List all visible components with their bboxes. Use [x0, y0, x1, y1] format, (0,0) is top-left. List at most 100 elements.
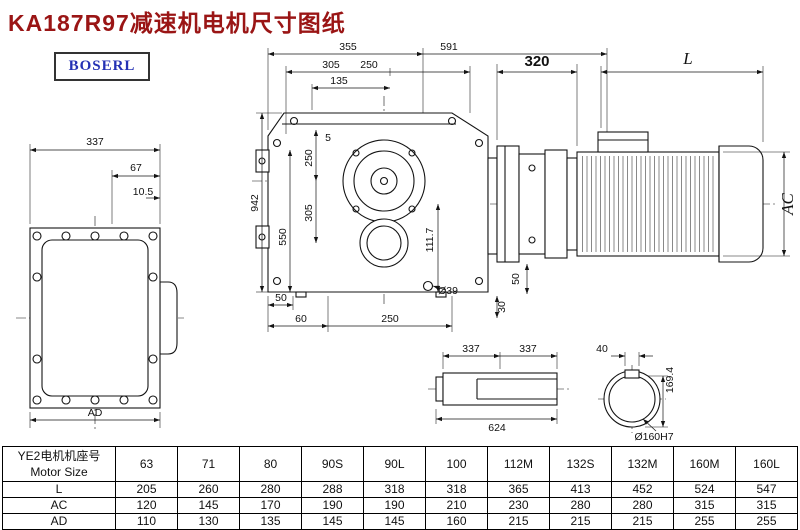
size-col-header: 71	[177, 446, 240, 482]
dim-30: 30	[496, 301, 508, 313]
shaft-body	[442, 372, 558, 406]
size-col-header: 63	[115, 446, 178, 482]
table-row-AC: AC 120 145 170 190 190 210 230 280 280 3…	[2, 497, 798, 514]
shaft-cover-bump	[159, 281, 178, 355]
table-cell: 230	[487, 497, 550, 514]
row-label: AD	[2, 513, 116, 530]
bore-section-view: 40 169.4 Ø160H7	[596, 343, 676, 443]
dim-337-shaft-b: 337	[519, 343, 537, 355]
table-cell: 190	[363, 497, 426, 514]
table-cell: 215	[487, 513, 550, 530]
size-col-header: 160L	[735, 446, 798, 482]
gearbox-rear-view: 337 67 10.5 AD	[16, 136, 184, 432]
dim-169-4: 169.4	[664, 367, 676, 393]
drain-plug	[422, 280, 434, 292]
dim-550: 550	[277, 228, 289, 246]
table-header-en: Motor Size	[30, 465, 88, 479]
dim-50-left: 50	[275, 292, 287, 304]
output-bore	[342, 139, 426, 223]
table-cell: 280	[549, 497, 612, 514]
dim-bore-39: Ø39	[438, 285, 458, 297]
row-label: AC	[2, 497, 116, 514]
dim-L: L	[682, 49, 692, 68]
dim-111-7: 111.7	[424, 227, 436, 252]
dim-40: 40	[596, 343, 608, 355]
table-cell: 413	[549, 481, 612, 498]
size-col-header: 100	[425, 446, 488, 482]
size-col-header: 90S	[301, 446, 364, 482]
table-cell: 205	[115, 481, 178, 498]
page-title: KA187R97减速机电机尺寸图纸	[8, 10, 346, 36]
bore-outer-circle	[603, 370, 661, 428]
dim-250-bottom: 250	[381, 313, 399, 325]
table-cell: 215	[611, 513, 674, 530]
dim-305-top: 305	[322, 59, 340, 71]
dim-250-top: 250	[360, 59, 378, 71]
table-cell: 135	[239, 513, 302, 530]
table-cell: 318	[425, 481, 488, 498]
row-label: L	[2, 481, 116, 498]
technical-drawing: 337 67 10.5 AD	[16, 41, 797, 443]
table-cell: 190	[301, 497, 364, 514]
table-cell: 280	[611, 497, 674, 514]
dim-320: 320	[524, 53, 549, 70]
fan-cover	[718, 145, 764, 263]
dim-942: 942	[249, 194, 261, 212]
table-cell: 145	[301, 513, 364, 530]
table-cell: 260	[177, 481, 240, 498]
size-col-header: 112M	[487, 446, 550, 482]
brand-logo: BOSERL	[54, 52, 150, 81]
size-col-header: 132S	[549, 446, 612, 482]
motor-size-table: YE2电机机座号 Motor Size 63 71 80 90S 90L 100…	[2, 446, 798, 530]
motor-flange	[496, 145, 520, 263]
table-cell: 315	[735, 497, 798, 514]
dim-60: 60	[295, 313, 307, 325]
table-cell: 280	[239, 481, 302, 498]
table-cell: 210	[425, 497, 488, 514]
table-cell: 255	[735, 513, 798, 530]
dim-337-shaft-a: 337	[462, 343, 480, 355]
gearbox-main-view: 355 591 305 250 135 942 550 250 305 5 11…	[249, 41, 608, 332]
dim-355: 355	[339, 41, 357, 53]
dim-305-left: 305	[303, 204, 315, 222]
dim-AC: AC	[778, 192, 797, 215]
table-cell: 318	[363, 481, 426, 498]
size-col-header: 160M	[673, 446, 736, 482]
table-row-AD: AD 110 130 135 145 145 160 215 215 215 2…	[2, 513, 798, 530]
table-cell: 547	[735, 481, 798, 498]
table-cell: 524	[673, 481, 736, 498]
keyway	[624, 369, 640, 379]
table-cell: 215	[549, 513, 612, 530]
dim-591: 591	[440, 41, 458, 53]
dim-135: 135	[330, 75, 348, 87]
dim-5: 5	[325, 132, 331, 144]
motor-side-view: 320 L AC	[490, 49, 797, 263]
table-cell: 255	[673, 513, 736, 530]
table-cell: 120	[115, 497, 178, 514]
dim-67: 67	[130, 162, 142, 174]
table-cell: 288	[301, 481, 364, 498]
table-cell: 315	[673, 497, 736, 514]
dim-10-5: 10.5	[133, 186, 154, 198]
dim-337-left-view: 337	[86, 136, 104, 148]
table-header-cn: YE2电机机座号	[17, 449, 101, 463]
size-col-header: 90L	[363, 446, 426, 482]
dim-AD: AD	[88, 407, 103, 419]
shaft-detail-view: 337 337 624	[428, 343, 570, 434]
table-cell: 145	[363, 513, 426, 530]
dim-50-right: 50	[510, 273, 522, 285]
size-col-header: 80	[239, 446, 302, 482]
rear-housing	[29, 227, 161, 409]
table-cell: 160	[425, 513, 488, 530]
table-cell: 110	[115, 513, 178, 530]
size-col-header: 132M	[611, 446, 674, 482]
table-cell: 452	[611, 481, 674, 498]
table-corner-cell: YE2电机机座号 Motor Size	[2, 446, 116, 482]
dim-160H7: Ø160H7	[634, 431, 673, 443]
table-cell: 365	[487, 481, 550, 498]
dim-624: 624	[488, 422, 506, 434]
table-cell: 130	[177, 513, 240, 530]
dim-250-left: 250	[303, 149, 315, 167]
table-cell: 170	[239, 497, 302, 514]
